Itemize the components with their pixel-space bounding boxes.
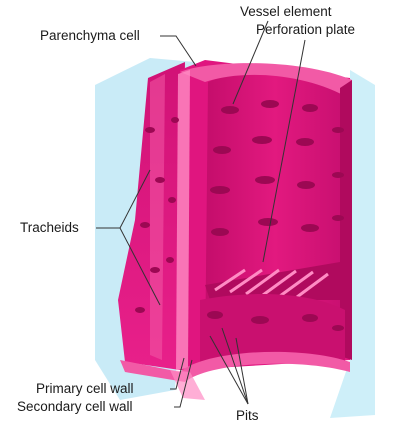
label-perforation-plate: Perforation plate [256, 22, 355, 37]
label-vessel-element: Vessel element [240, 4, 332, 19]
label-secondary-cell-wall: Secondary cell wall [17, 399, 133, 414]
label-parenchyma-cell: Parenchyma cell [40, 28, 140, 43]
label-tracheids: Tracheids [20, 220, 79, 235]
label-primary-cell-wall: Primary cell wall [36, 381, 134, 396]
label-pits: Pits [236, 408, 259, 423]
